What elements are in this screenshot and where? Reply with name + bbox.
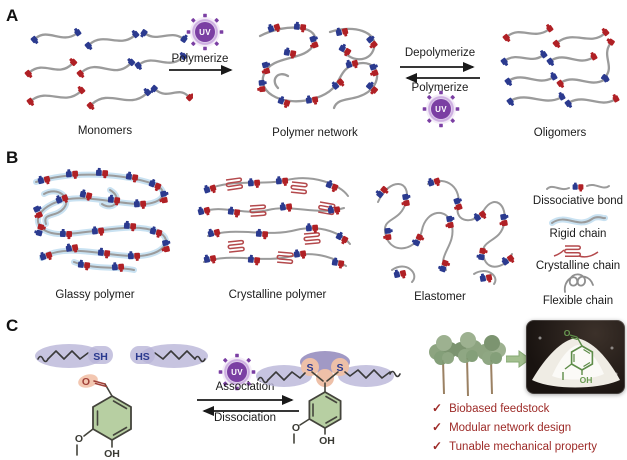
oligomers-illustration — [500, 22, 620, 110]
depolymerize-arrow — [400, 62, 475, 72]
monomers-label: Monomers — [77, 125, 133, 137]
crystalline-polymer-label: Crystalline polymer — [228, 289, 327, 301]
monomers-illustration — [24, 26, 193, 112]
checklist-text: Modular network design — [449, 422, 572, 434]
vanillin-overlay-structure: O OH — [562, 328, 594, 385]
aldehyde-o-label: O — [82, 376, 90, 388]
polymerize-label: Polymerize — [171, 53, 229, 65]
polymerize-arrow — [169, 64, 233, 76]
overlay-oh-label: OH — [580, 375, 593, 385]
sh-group-label: SH — [93, 351, 108, 363]
rigid-chain-label: Rigid chain — [549, 228, 607, 240]
check-icon: ✓ — [432, 401, 443, 415]
oligomers-label: Oligomers — [533, 127, 587, 139]
uv-icon — [421, 89, 461, 129]
checklist-item: ✓ Modular network design — [432, 420, 597, 439]
uv-icon — [185, 12, 225, 52]
reverse-polymerize-arrow — [405, 73, 480, 83]
glassy-polymer-illustration — [30, 167, 173, 273]
polymer-network-illustration — [256, 21, 381, 110]
hydroxyl-label: OH — [104, 448, 120, 458]
dissociation-label: Dissociation — [214, 412, 276, 424]
flexible-chain-label: Flexible chain — [542, 295, 614, 307]
sulfur-right-label: S — [336, 362, 343, 374]
glassy-polymer-label: Glassy polymer — [55, 289, 135, 301]
vanillin-powder-photo: O OH — [526, 320, 625, 394]
rigid-chain-icon — [549, 214, 608, 226]
checklist-text: Tunable mechanical property — [449, 441, 597, 453]
trees-image — [429, 332, 506, 397]
hydroxyl-label: OH — [319, 435, 335, 447]
dissociation-arrow — [202, 406, 299, 416]
vanillin-structure: O O OH — [75, 374, 132, 458]
crystalline-chain-icon — [553, 245, 599, 258]
checklist-item: ✓ Tunable mechanical property — [432, 439, 597, 458]
crystalline-chain-label: Crystalline chain — [535, 260, 621, 272]
panel-c-label: C — [6, 316, 19, 335]
association-label: Association — [215, 381, 275, 393]
panel-b-label: B — [6, 148, 19, 167]
methoxy-o-label: O — [75, 433, 83, 445]
sulfur-left-label: S — [306, 362, 313, 374]
check-icon: ✓ — [432, 439, 443, 453]
depolymerize-label: Depolymerize — [404, 47, 476, 59]
dissociative-bond-icon — [546, 182, 610, 192]
elastomer-illustration — [374, 175, 516, 285]
arrow-right-icon — [506, 350, 530, 368]
feature-checklist: ✓ Biobased feedstock ✓ Modular network d… — [432, 401, 597, 458]
association-arrow — [197, 395, 294, 405]
check-icon: ✓ — [432, 420, 443, 434]
thiol-monomer-left: SH — [35, 344, 113, 368]
dithioacetal-product-structure: S S O OH — [256, 351, 401, 447]
powder-pile — [532, 336, 620, 388]
hs-group-label: HS — [135, 351, 150, 363]
flexible-chain-icon — [563, 273, 594, 293]
checklist-item: ✓ Biobased feedstock — [432, 401, 597, 420]
dissociative-bond-label: Dissociative bond — [532, 195, 624, 207]
elastomer-label: Elastomer — [414, 291, 466, 303]
thiol-monomer-right: HS — [130, 344, 208, 368]
panel-a-label: A — [6, 6, 19, 25]
methoxy-o-label: O — [292, 422, 300, 434]
checklist-text: Biobased feedstock — [449, 403, 550, 415]
overlay-o-label: O — [564, 328, 571, 338]
crystalline-polymer-illustration — [196, 175, 351, 269]
polymer-network-label: Polymer network — [272, 127, 358, 139]
polymerize-reverse-label: Polymerize — [411, 82, 469, 94]
